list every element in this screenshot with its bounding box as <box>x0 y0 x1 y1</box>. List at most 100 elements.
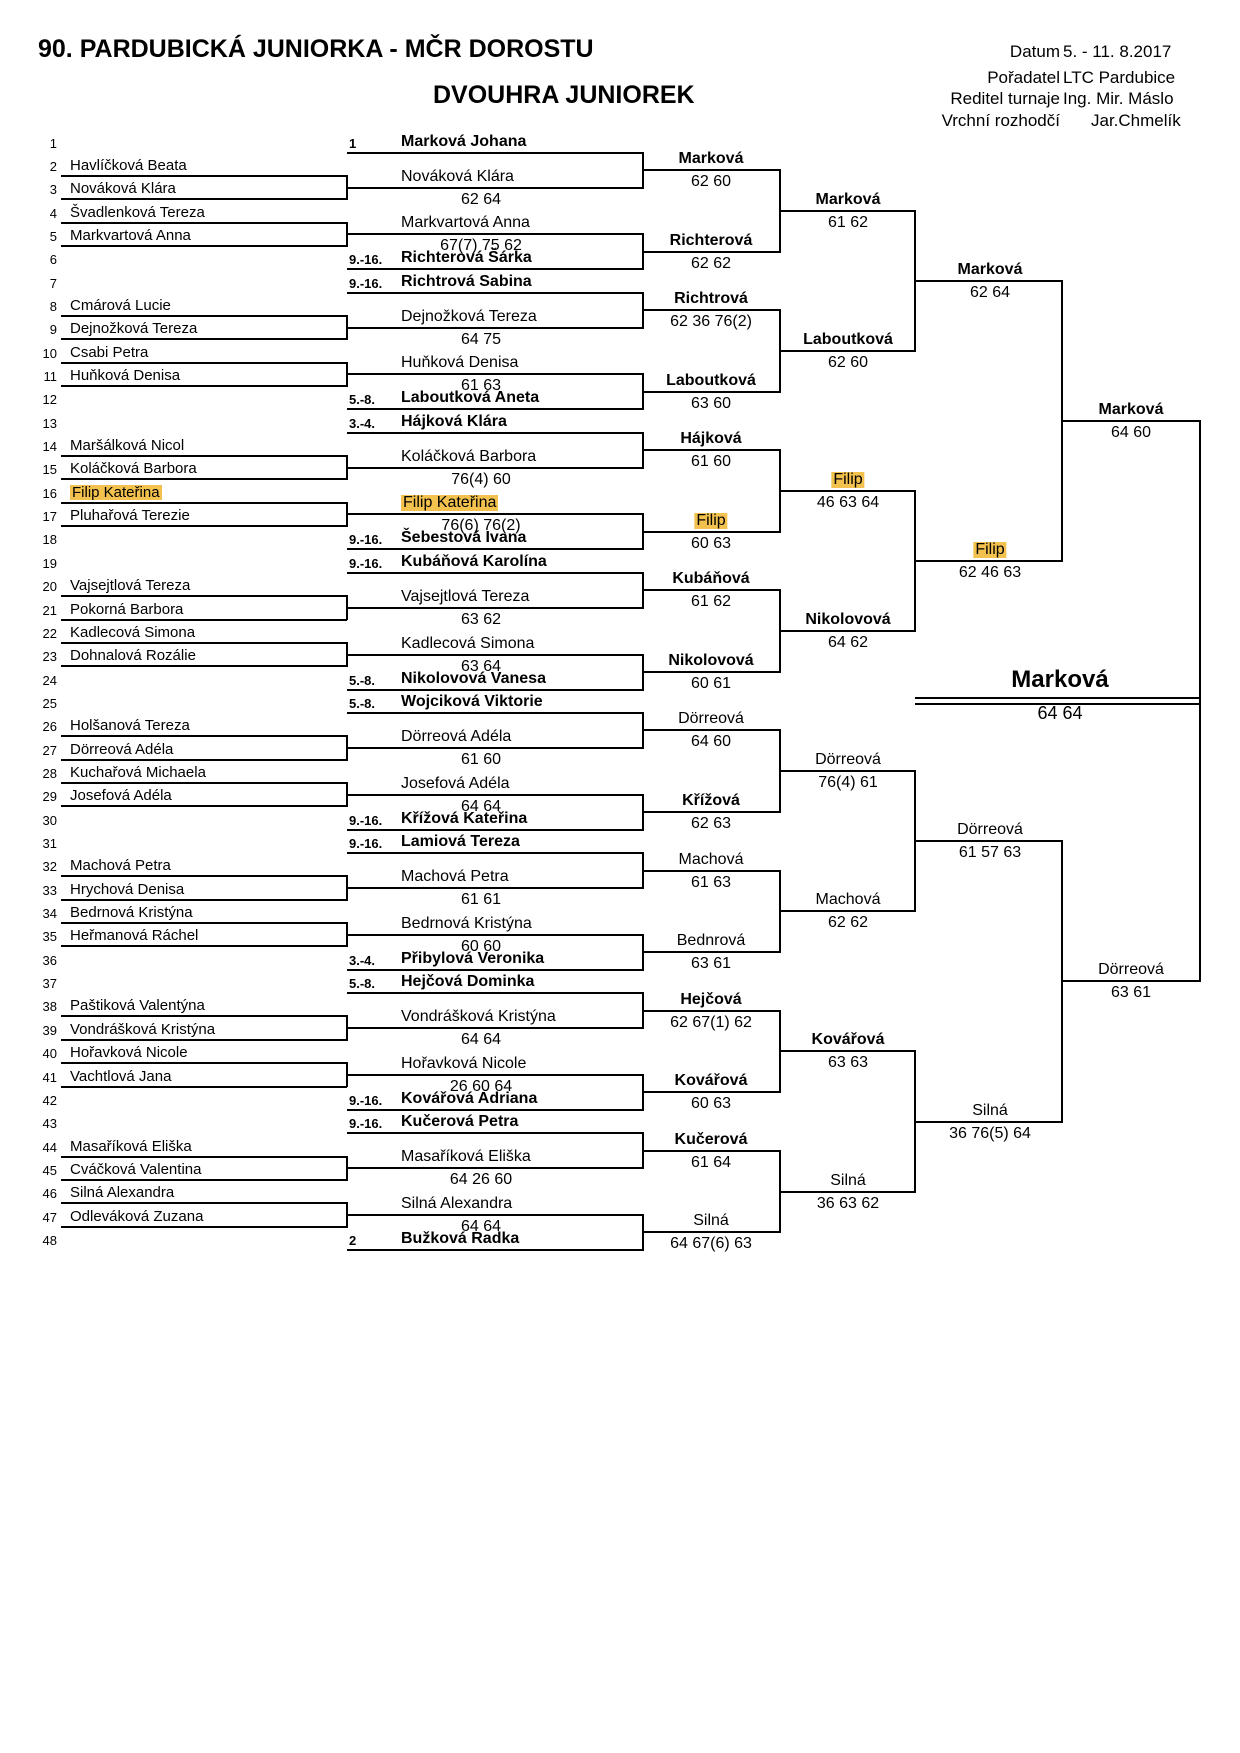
round2-score: 61 62 <box>690 593 732 611</box>
round1-winner: Silná Alexandra <box>401 1194 513 1212</box>
player-line <box>61 641 347 644</box>
player-name: Heřmanová Ráchel <box>70 927 199 945</box>
round3-score: 46 63 64 <box>816 494 880 512</box>
round2-winner: Kučerová <box>674 1130 748 1148</box>
round3-score: 64 62 <box>827 634 869 652</box>
round2-winner-line <box>643 1149 780 1152</box>
round1-score: 61 61 <box>460 891 502 909</box>
player-line <box>61 501 347 504</box>
round1-score: 76(6) 76(2) <box>441 517 521 535</box>
round3-winner-line <box>780 910 915 913</box>
seed-label: 9.-16. <box>349 1092 383 1108</box>
draw-position-number: 34 <box>42 906 57 922</box>
player-line <box>61 922 347 925</box>
round1-winner: Kadlecová Simona <box>401 634 535 652</box>
player-line <box>61 898 347 901</box>
round2-winner: Laboutková <box>666 371 756 389</box>
draw-position-number: 4 <box>49 205 57 221</box>
round1-score: 64 75 <box>460 330 502 348</box>
final-score: 64 64 <box>1037 703 1083 724</box>
seeded-player-name: Lamiová Tereza <box>401 833 520 850</box>
bye-line <box>347 268 643 271</box>
bye-line <box>347 571 643 574</box>
round2-score: 62 62 <box>690 254 732 272</box>
round1-score: 64 64 <box>460 797 502 815</box>
seed-label: 2 <box>349 1232 357 1248</box>
round1-winner: Vajsejtlová Tereza <box>401 587 530 605</box>
round1-winner-line <box>347 373 643 376</box>
draw-position-number: 43 <box>42 1116 57 1132</box>
round1-score: 76(4) 60 <box>451 470 511 488</box>
draw-position-number: 30 <box>42 812 57 828</box>
player-name: Markvartová Anna <box>70 226 191 244</box>
seed-label: 9.-16. <box>349 532 383 548</box>
round2-winner-line <box>643 169 780 171</box>
round1-winner: Bedrnová Kristýna <box>401 914 532 932</box>
bye-line <box>347 992 643 995</box>
draw-position-number: 40 <box>42 1046 57 1062</box>
draw-position-number: 12 <box>42 392 57 408</box>
final-line <box>915 697 1200 700</box>
seeded-player-name: Richterová Šárka <box>401 249 532 267</box>
player-line <box>61 198 347 201</box>
round2-winner-line <box>643 1231 780 1234</box>
round1-winner-line <box>347 933 643 936</box>
player-line <box>61 1202 347 1205</box>
draw-position-number: 39 <box>42 1022 57 1038</box>
round2-winner: Kubáňová <box>672 570 750 588</box>
round5-winner-line <box>1062 420 1200 423</box>
player-name: Paštiková Valentýna <box>70 997 205 1015</box>
draw-position-number: 45 <box>42 1162 57 1178</box>
seeded-player-name: Kubáňová Karolína <box>401 552 547 570</box>
draw-position-number: 16 <box>42 485 57 501</box>
player-line <box>61 1062 347 1065</box>
round2-winner: Richterová <box>669 231 753 249</box>
round1-winner-line <box>347 746 643 749</box>
round2-winner-line <box>643 449 780 452</box>
seeded-player-name: Kučerová Petra <box>401 1113 519 1131</box>
round4-winner: Dörreová <box>957 821 1023 839</box>
seed-label: 9.-16. <box>349 252 383 268</box>
round3-winner: Filip <box>831 471 865 489</box>
round2-score: 62 63 <box>690 815 732 833</box>
seeded-player-name: Nikolovová Vanesa <box>401 669 546 687</box>
round1-score: 63 62 <box>460 610 502 628</box>
info-value-referee: Jar.Chmelík <box>1091 111 1181 130</box>
player-name: Havlíčková Beata <box>70 156 187 174</box>
draw-position-number: 13 <box>42 415 57 431</box>
player-name: Dohnalová Rozálie <box>70 647 196 665</box>
round3-score: 62 62 <box>827 914 869 932</box>
round5-score: 63 61 <box>1110 984 1152 1002</box>
round3-winner-line <box>780 1050 915 1053</box>
round2-score: 61 60 <box>690 453 732 471</box>
draw-position-number: 46 <box>42 1186 57 1202</box>
round2-winner: Silná <box>693 1212 729 1230</box>
round1-score: 64 26 60 <box>449 1171 513 1189</box>
info-label-organizer: Pořadatel <box>987 68 1060 87</box>
round1-score: 61 60 <box>460 750 502 768</box>
round1-winner: Vondrášková Kristýna <box>401 1008 556 1026</box>
round1-score: 26 60 64 <box>449 1077 513 1095</box>
draw-position-number: 47 <box>42 1209 57 1225</box>
round4-winner: Silná <box>972 1101 1008 1119</box>
round1-winner-line <box>347 326 643 329</box>
round2-score: 60 63 <box>690 534 732 552</box>
player-line <box>61 595 347 598</box>
draw-position-number: 8 <box>49 298 57 314</box>
round4-score: 62 64 <box>969 283 1011 301</box>
seed-label: 9.-16. <box>349 836 383 851</box>
round2-winner-line <box>643 951 780 954</box>
player-name: Vachtlová Jana <box>70 1067 172 1085</box>
player-line <box>61 314 347 317</box>
seeded-player-name: Laboutková Aneta <box>401 389 540 407</box>
seed-label: 9.-16. <box>349 812 383 828</box>
draw-position-number: 9 <box>49 322 57 338</box>
player-name: Vajsejtlová Tereza <box>70 577 191 595</box>
info-label-director: Reditel turnaje <box>950 89 1060 108</box>
player-line <box>61 525 347 528</box>
info-value-director: Ing. Mir. Máslo <box>1063 89 1174 108</box>
round1-winner-line <box>347 653 643 656</box>
player-name: Maršálková Nicol <box>70 437 185 455</box>
round1-winner: Machová Petra <box>401 868 509 886</box>
round3-score: 76(4) 61 <box>818 774 878 792</box>
